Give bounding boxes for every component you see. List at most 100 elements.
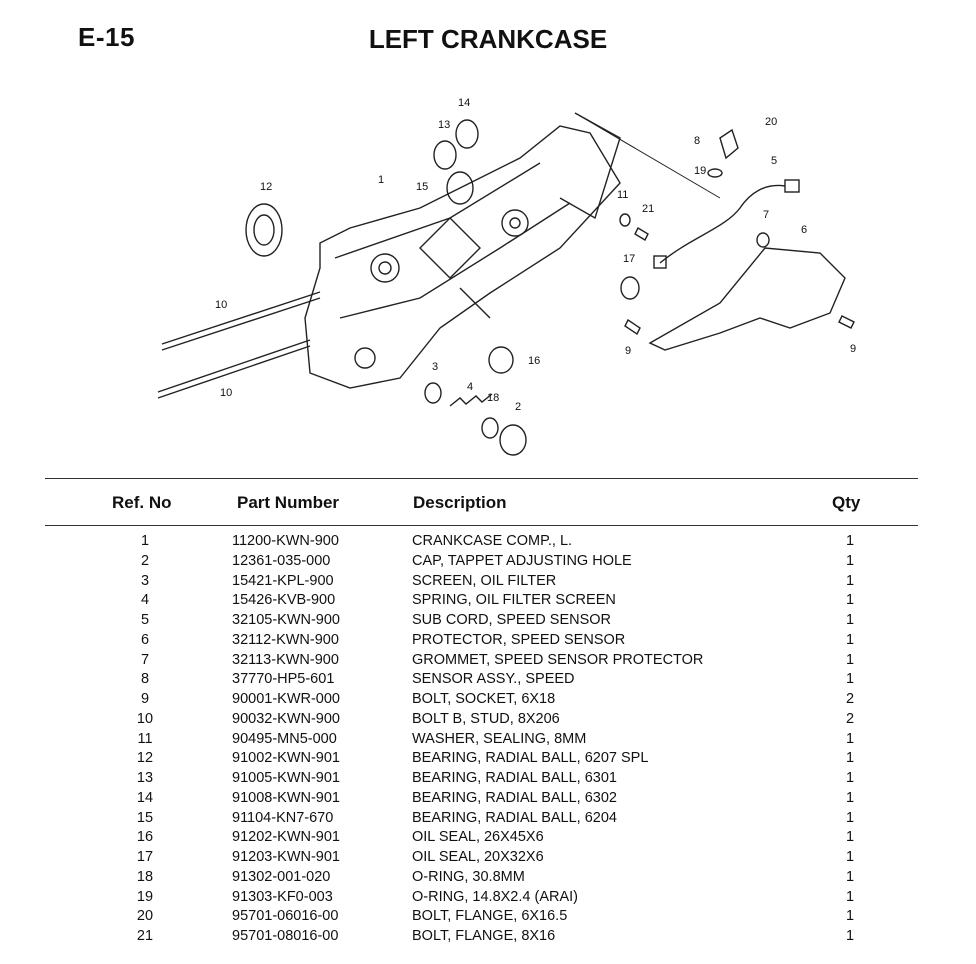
qty: 1: [845, 730, 855, 747]
ref-no: 19: [136, 888, 154, 905]
description: CAP, TAPPET ADJUSTING HOLE: [412, 552, 632, 569]
ref-no: 2: [140, 552, 150, 569]
callout-21: 21: [642, 203, 654, 215]
ref-no: 11: [137, 730, 153, 747]
o-ring-18: [481, 417, 499, 439]
oil-seal-16: [488, 346, 514, 374]
callout-18: 18: [487, 392, 499, 404]
part-number: 11200-KWN-900: [232, 533, 339, 549]
description: BOLT, FLANGE, 8X16: [412, 928, 556, 944]
stud-upper: [161, 297, 321, 351]
callout-13: 13: [438, 119, 450, 131]
ref-no: 15: [136, 809, 154, 826]
part-number: 90001-KWR-000: [232, 691, 340, 707]
part-number: 91203-KWN-901: [232, 849, 340, 865]
ref-no: 17: [136, 849, 154, 865]
description: O-RING, 14.8X2.4 (ARAI): [412, 888, 578, 905]
description: SCREEN, OIL FILTER: [412, 572, 557, 589]
part-number: 91303-KF0-003: [232, 888, 333, 905]
tappet-cap: [499, 424, 527, 456]
callout-4: 4: [467, 381, 473, 393]
part-number: 37770-HP5-601: [232, 671, 335, 688]
table-row: 2 12361-035-000 CAP, TAPPET ADJUSTING HOLE…: [0, 552, 976, 572]
callout-5: 5: [771, 155, 777, 167]
part-number: 15421-KPL-900: [232, 572, 334, 589]
ref-no: 21: [136, 928, 154, 944]
oil-filter-screen: [424, 382, 442, 404]
column-header-part-number: Part Number: [237, 493, 340, 512]
description: CRANKCASE COMP., L.: [412, 533, 573, 549]
qty: 1: [845, 908, 855, 925]
description: PROTECTOR, SPEED SENSOR: [412, 631, 626, 648]
table-row: 3 15421-KPL-900 SCREEN, OIL FILTER 1: [0, 572, 976, 592]
callout-16: 16: [528, 355, 540, 367]
qty: 1: [845, 829, 855, 846]
ref-no: 18: [136, 868, 154, 885]
ref-no: 13: [136, 770, 154, 786]
callout-8: 8: [694, 135, 700, 147]
bolt-9-right: [838, 315, 855, 329]
o-ring-19: [707, 168, 723, 178]
part-number: 91202-KWN-901: [232, 829, 340, 846]
callout-6: 6: [801, 224, 807, 236]
qty: 1: [845, 631, 855, 648]
description: BEARING, RADIAL BALL, 6204: [412, 809, 617, 826]
page-title: LEFT CRANKCASE: [368, 24, 608, 54]
description: SENSOR ASSY., SPEED: [412, 671, 575, 688]
bearing-13: [433, 140, 457, 170]
qty: 1: [845, 592, 855, 609]
part-number: 32113-KWN-900: [232, 651, 339, 668]
table-top-rule: [45, 478, 918, 479]
ref-no: 3: [140, 572, 150, 589]
qty: 1: [845, 789, 855, 806]
callout-3: 3: [432, 361, 438, 373]
description: OIL SEAL, 26X45X6: [412, 829, 544, 846]
bolt-21: [634, 227, 649, 241]
qty: 1: [845, 671, 855, 688]
part-number: 32105-KWN-900: [232, 612, 340, 628]
crankcase-body: [304, 125, 621, 389]
description: O-RING, 30.8MM: [412, 868, 525, 885]
callout-1: 1: [378, 174, 384, 186]
description: WASHER, SEALING, 8MM: [412, 730, 587, 747]
bolt-9-left: [624, 318, 641, 336]
ref-no: 9: [140, 691, 150, 707]
exploded-parts-diagram: 1 2 3 4 5 6 7 8 9 9 10 10 11 12 13 14 15…: [157, 97, 856, 456]
qty: 1: [845, 928, 855, 944]
description: SPRING, OIL FILTER SCREEN: [412, 592, 616, 609]
stud-lower: [157, 345, 311, 399]
qty: 1: [845, 809, 855, 826]
qty: 1: [845, 849, 855, 865]
ref-no: 20: [136, 908, 154, 925]
callout-9a: 9: [625, 345, 631, 357]
callout-10a: 10: [215, 299, 227, 311]
ref-no: 10: [136, 710, 154, 727]
filter-spring: [449, 393, 493, 407]
oil-seal-17: [620, 276, 640, 300]
ref-no: 8: [140, 671, 150, 688]
table-header-rule: [45, 525, 918, 526]
callout-11: 11: [617, 189, 628, 201]
qty: 1: [845, 572, 855, 589]
description: BEARING, RADIAL BALL, 6301: [412, 770, 617, 786]
parts-table: 1 11200-KWN-900 CRANKCASE COMP., L. 1 2 1236…: [0, 532, 976, 947]
part-number: 12361-035-000: [232, 552, 331, 569]
qty: 1: [845, 552, 855, 569]
callout-20: 20: [765, 116, 777, 128]
callout-9b: 9: [850, 343, 856, 355]
qty: 2: [845, 710, 855, 727]
ref-no: 14: [136, 789, 154, 806]
speed-sensor: [719, 128, 739, 160]
part-number: 91002-KWN-901: [232, 750, 340, 767]
